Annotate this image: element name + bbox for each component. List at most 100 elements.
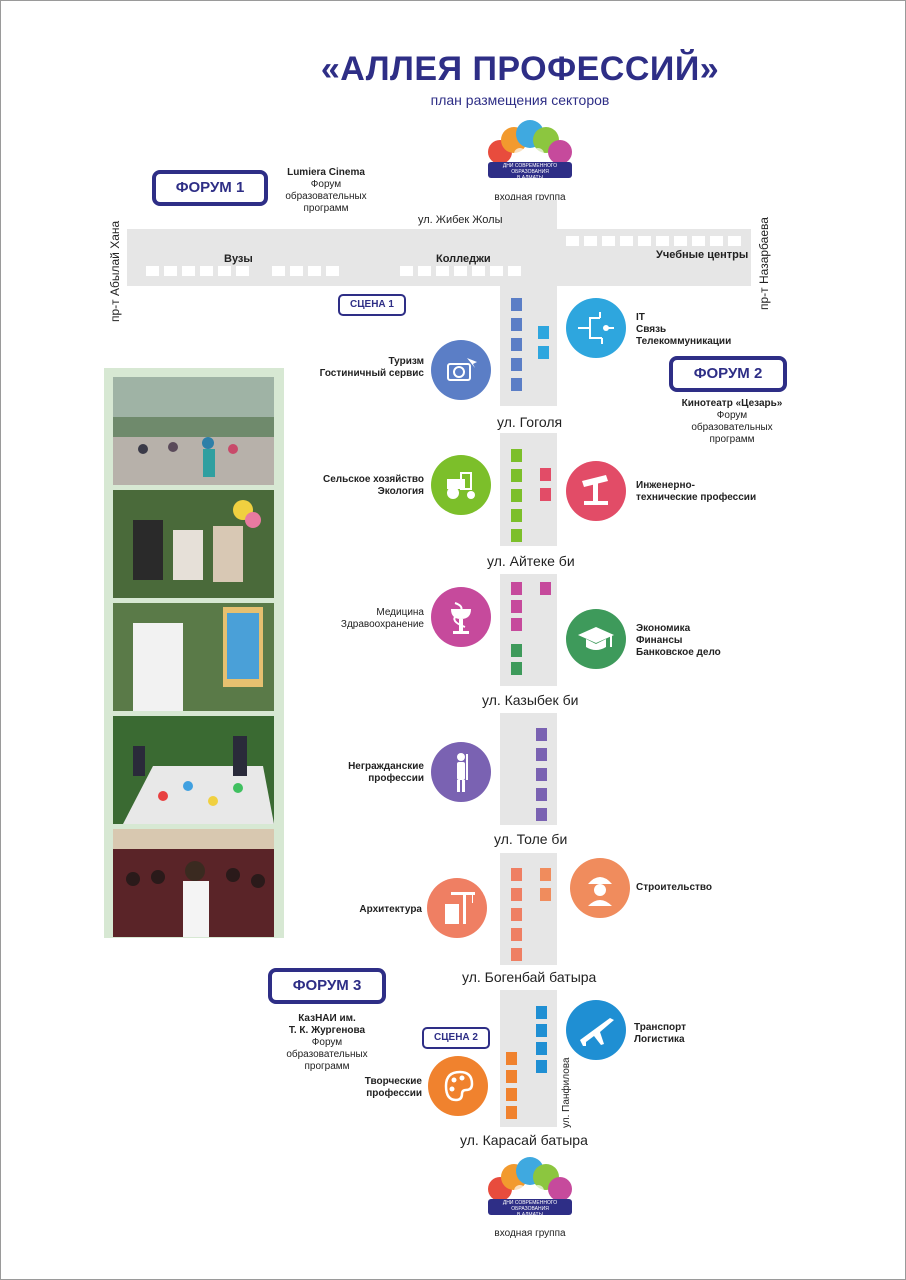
stall [290, 266, 303, 276]
street-kazybek: ул. Казыбек би [482, 692, 579, 708]
photo-strip [104, 368, 284, 938]
logo-caption-line2-bottom: В АЛМАТЫ [516, 1212, 544, 1218]
sector-stand [506, 1106, 517, 1119]
forum-3-desc-line: Форум [311, 1037, 343, 1048]
street-zhibek: ул. Жибек Жолы [418, 214, 503, 226]
street-gogol: ул. Гоголя [497, 414, 563, 430]
stall [490, 266, 503, 276]
sector-stand [506, 1052, 517, 1065]
zone-colleges: Колледжи [436, 253, 491, 265]
sector-stand [536, 728, 547, 741]
forum-2-badge: ФОРУМ 2 [669, 356, 787, 392]
sector-noncivil-label: Негражданские профессии [316, 761, 424, 785]
sector-construction-circle [570, 858, 630, 918]
airplane-icon [566, 1000, 626, 1060]
sector-stand [536, 1060, 547, 1073]
stall [436, 266, 449, 276]
forum-1-badge: ФОРУМ 1 [152, 170, 268, 206]
sector-label-line: профессии [368, 773, 424, 784]
event-logo-top: ДНИ СОВРЕМЕННОГО ОБРАЗОВАНИЯ В АЛМАТЫ [480, 118, 580, 182]
sector-stand [511, 928, 522, 941]
sector-stand [536, 1024, 547, 1037]
street-abylai: пр-т Абылай Хана [108, 220, 122, 322]
forum-2-venue: Кинотеатр «Цезарь» [681, 398, 783, 409]
sector-economics-circle [566, 609, 626, 669]
forum-2-desc-line: Форум [716, 410, 748, 421]
page-subtitle: план размещения секторов [430, 92, 610, 108]
sector-stand [511, 948, 522, 961]
street-tole: ул. Толе би [494, 831, 568, 847]
photo-students-group [113, 490, 274, 598]
sector-construction-label: Строительство [636, 882, 746, 894]
circuit-icon [566, 298, 626, 358]
sector-stand [511, 888, 522, 901]
forum-2-desc-line: программ [709, 434, 755, 445]
stall [454, 266, 467, 276]
sector-label-line: профессии [366, 1088, 422, 1099]
sector-stand [511, 378, 522, 391]
stall [200, 266, 213, 276]
sector-label-line: Логистика [634, 1034, 685, 1045]
stall [308, 266, 321, 276]
sector-stand [506, 1088, 517, 1101]
stall [620, 236, 633, 246]
medicine-icon [431, 587, 491, 647]
street-karasai: ул. Карасай батыра [460, 1132, 588, 1148]
forum-3-venue-line: Т. К. Жургенова [288, 1025, 366, 1036]
sector-stand [511, 600, 522, 613]
sector-stand [538, 326, 549, 339]
sector-stand [511, 469, 522, 482]
entrance-label-bottom: входная группа [494, 1228, 566, 1239]
road-segment-1 [500, 200, 557, 406]
sector-stand [511, 449, 522, 462]
photo-painting [113, 603, 274, 711]
forum-1-desc-line: образовательных [285, 191, 367, 202]
sector-stand [511, 908, 522, 921]
sector-agriculture-label: Сельское хозяйство Экология [306, 474, 424, 498]
tractor-icon [431, 455, 491, 515]
sector-stand [506, 1070, 517, 1083]
sector-stand [511, 489, 522, 502]
logo-caption-line2: В АЛМАТЫ [516, 175, 544, 181]
sector-creative-label: Творческие профессии [344, 1076, 422, 1100]
sector-engineering-circle [566, 461, 626, 521]
stall [418, 266, 431, 276]
forum-1-info: Lumiera Cinema Форум образовательных про… [276, 167, 376, 215]
photo-twister-game [113, 716, 274, 824]
sector-stand [538, 346, 549, 359]
sector-stand [511, 618, 522, 631]
stall [164, 266, 177, 276]
sector-stand [536, 748, 547, 761]
stall [400, 266, 413, 276]
stall [508, 266, 521, 276]
sector-transport-label: Транспорт Логистика [634, 1022, 744, 1046]
stall [602, 236, 615, 246]
sector-label-line: Экономика [636, 623, 691, 634]
forum-1-venue: Lumiera Cinema [287, 167, 365, 178]
stall [326, 266, 339, 276]
zone-vuzy: Вузы [224, 253, 253, 265]
sector-transport-circle [566, 1000, 626, 1060]
sector-label-line: Здравоохранение [340, 619, 424, 630]
page-title: «АЛЛЕЯ ПРОФЕССИЙ» [320, 50, 720, 88]
sector-engineering-label: Инженерно- технические профессии [636, 480, 776, 504]
logo-caption-line1-bottom: ДНИ СОВРЕМЕННОГО ОБРАЗОВАНИЯ [502, 1200, 558, 1212]
stall [584, 236, 597, 246]
photo-audience [113, 829, 274, 937]
soldier-icon [431, 742, 491, 802]
forum-3-desc-line: образовательных [286, 1049, 368, 1060]
sector-label-line: Негражданские [348, 761, 424, 772]
sector-label-line: Туризм [388, 356, 424, 367]
sector-it-circle [566, 298, 626, 358]
sector-stand [540, 888, 551, 901]
stall [692, 236, 705, 246]
sector-stand [540, 468, 551, 481]
stall [272, 266, 285, 276]
sector-label-line: Сельское хозяйство [323, 474, 424, 485]
sector-stand [511, 644, 522, 657]
event-logo-bottom: ДНИ СОВРЕМЕННОГО ОБРАЗОВАНИЯ В АЛМАТЫ [480, 1155, 580, 1219]
palette-icon [428, 1056, 488, 1116]
stall [236, 266, 249, 276]
sector-label-line: Банковское дело [636, 647, 721, 658]
forum-2-desc-line: образовательных [691, 422, 773, 433]
